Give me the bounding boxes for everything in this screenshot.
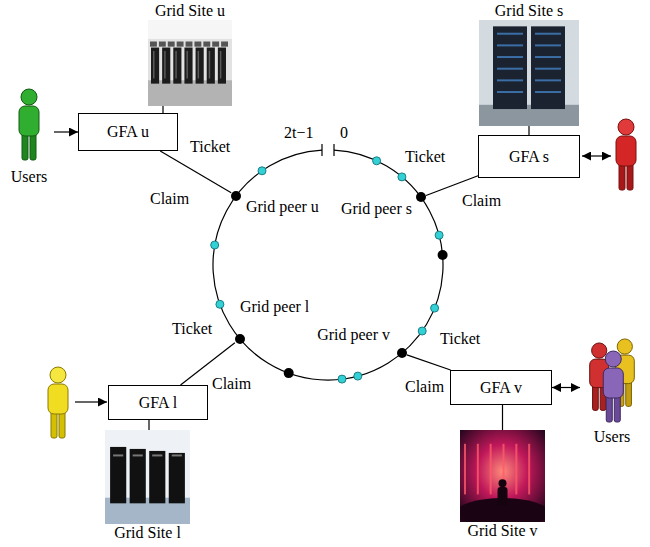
- gfa-box-label: GFA v: [480, 379, 522, 397]
- grid-peer-dot-label: Grid peer u: [246, 198, 319, 216]
- user-figure: [603, 351, 623, 422]
- gfa-box: GFA v: [450, 370, 552, 405]
- gfa-box-label: GFA s: [509, 148, 549, 166]
- gfa-box: GFA s: [478, 135, 580, 178]
- grid-site: Grid Site s: [479, 2, 579, 126]
- grid-peer-dot: Grid peer l: [235, 334, 245, 344]
- ring-end-tick: [321, 144, 322, 156]
- message-label: Claim: [212, 375, 251, 393]
- connector: [552, 387, 580, 388]
- message-label: Ticket: [440, 330, 480, 348]
- message-label: Claim: [150, 190, 189, 208]
- user-icon: [580, 336, 644, 428]
- overlay-ring: [213, 150, 443, 380]
- grid-site: Grid Site v: [460, 430, 545, 540]
- grid-site-label: Grid Site s: [495, 2, 563, 20]
- ring-end-tick: [333, 144, 334, 156]
- ring-start-id: 0: [340, 124, 348, 142]
- connector: [160, 151, 231, 193]
- grid-peer-dot-label: Grid peer v: [317, 326, 390, 344]
- grid-site-label: Grid Site v: [467, 522, 537, 540]
- ring-end-id: 2t−1: [284, 124, 313, 142]
- grid-peer-dot-label: Grid peer l: [240, 298, 309, 316]
- grid-site: Grid Site l: [105, 430, 190, 542]
- user-icon: [4, 84, 54, 168]
- message-label: Ticket: [190, 138, 230, 156]
- site-photo: [105, 430, 190, 524]
- gfa-box: GFA u: [78, 113, 178, 151]
- grid-peer-dot: Grid peer v: [397, 348, 407, 358]
- user-arrow: [75, 401, 107, 402]
- site-photo: [148, 20, 232, 106]
- connector: [54, 131, 78, 132]
- users-group: Users: [580, 336, 644, 446]
- connector: [407, 355, 451, 370]
- connector: [528, 126, 529, 135]
- connector: [148, 420, 149, 430]
- connector: [162, 106, 163, 113]
- user-figure: [19, 89, 39, 160]
- user-arrow: [582, 155, 611, 156]
- users-group-label: Users: [594, 428, 630, 446]
- message-label: Ticket: [172, 320, 212, 338]
- site-photo: [460, 430, 545, 522]
- grid-site: Grid Site u: [148, 2, 232, 106]
- message-label: Claim: [462, 192, 501, 210]
- connector: [502, 405, 503, 430]
- grid-site-label: Grid Site l: [114, 524, 181, 542]
- user-figure: [616, 119, 636, 190]
- message-label: Claim: [405, 378, 444, 396]
- site-photo: [479, 20, 579, 126]
- grid-peer-dot: Grid peer u: [231, 191, 241, 201]
- gfa-box: GFA l: [108, 385, 208, 420]
- grid-peer-dot: Grid peer s: [416, 192, 426, 202]
- gfa-box-label: GFA l: [139, 394, 177, 412]
- grid-site-label: Grid Site u: [155, 2, 225, 20]
- message-label: Ticket: [405, 148, 445, 166]
- user-figure: [48, 367, 68, 438]
- gfa-box-label: GFA u: [107, 123, 149, 141]
- users-group: Users: [4, 84, 54, 186]
- ring-id-dots: [211, 157, 443, 383]
- grid-peer-dot-label: Grid peer s: [341, 200, 412, 218]
- users-group-label: Users: [11, 168, 47, 186]
